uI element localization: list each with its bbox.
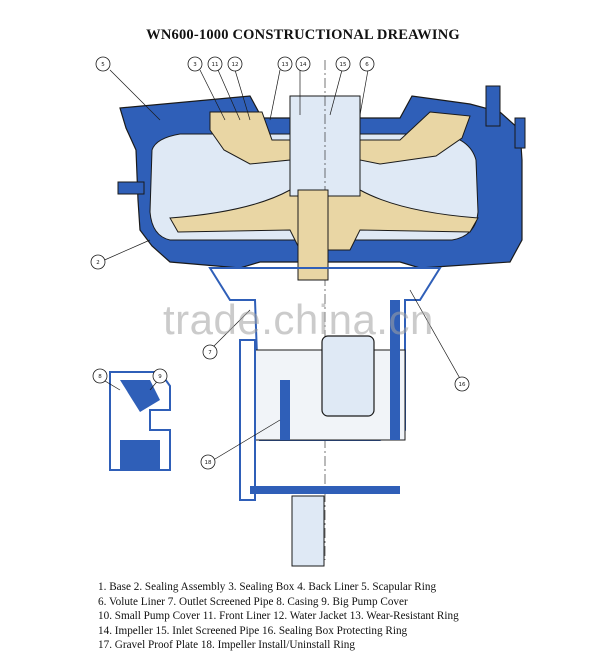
svg-text:5: 5 [101, 62, 105, 68]
callout-9: 9 [152, 368, 168, 384]
diagram-title: WN600-1000 CONSTRUCTIONAL DREAWING [146, 27, 460, 43]
shaft [297, 189, 329, 281]
callout-5: 5 [95, 56, 111, 72]
svg-text:18: 18 [205, 460, 212, 466]
callout-18: 18 [200, 454, 216, 470]
svg-text:6: 6 [365, 62, 369, 68]
leader-lines [99, 69, 463, 463]
legend-line: 6. Volute Liner 7. Outlet Screened Pipe … [98, 595, 408, 608]
svg-text:12: 12 [232, 62, 239, 68]
svg-text:15: 15 [340, 62, 347, 68]
callout-2: 2 [90, 254, 106, 270]
svg-text:3: 3 [193, 62, 197, 68]
callout-15: 15 [335, 56, 351, 72]
svg-text:8: 8 [98, 374, 102, 380]
callout-13: 13 [277, 56, 293, 72]
callout-8: 8 [92, 368, 108, 384]
callout-14: 14 [295, 56, 311, 72]
front-liner [359, 111, 471, 165]
motor-shaft [291, 495, 325, 567]
legend-line: 1. Base 2. Sealing Assembly 3. Sealing B… [98, 581, 437, 593]
legend-line: 14. Impeller 15. Inlet Screened Pipe 16.… [98, 624, 408, 637]
legend-line: 17. Gravel Proof Plate 18. Impeller Inst… [98, 639, 355, 651]
parts-legend: 1. Base 2. Sealing Assembly 3. Sealing B… [98, 580, 598, 653]
svg-text:11: 11 [212, 62, 219, 68]
base [208, 267, 442, 567]
svg-text:9: 9 [158, 374, 162, 380]
svg-text:13: 13 [282, 62, 289, 68]
callout-11: 11 [207, 56, 223, 72]
callout-12: 12 [227, 56, 243, 72]
svg-text:7: 7 [208, 350, 212, 356]
water-jacket [321, 335, 375, 417]
watermark: trade.china.cn [163, 296, 434, 343]
callout-6: 6 [359, 56, 375, 72]
svg-text:16: 16 [459, 382, 466, 388]
callout-3: 3 [187, 56, 203, 72]
pump-body [117, 60, 526, 560]
svg-text:2: 2 [96, 260, 100, 266]
callout-7: 7 [202, 344, 218, 360]
legend-line: 10. Small Pump Cover 11. Front Liner 12.… [98, 610, 459, 622]
detail-view [109, 371, 171, 471]
svg-text:14: 14 [300, 62, 307, 68]
callout-16: 16 [454, 376, 470, 392]
